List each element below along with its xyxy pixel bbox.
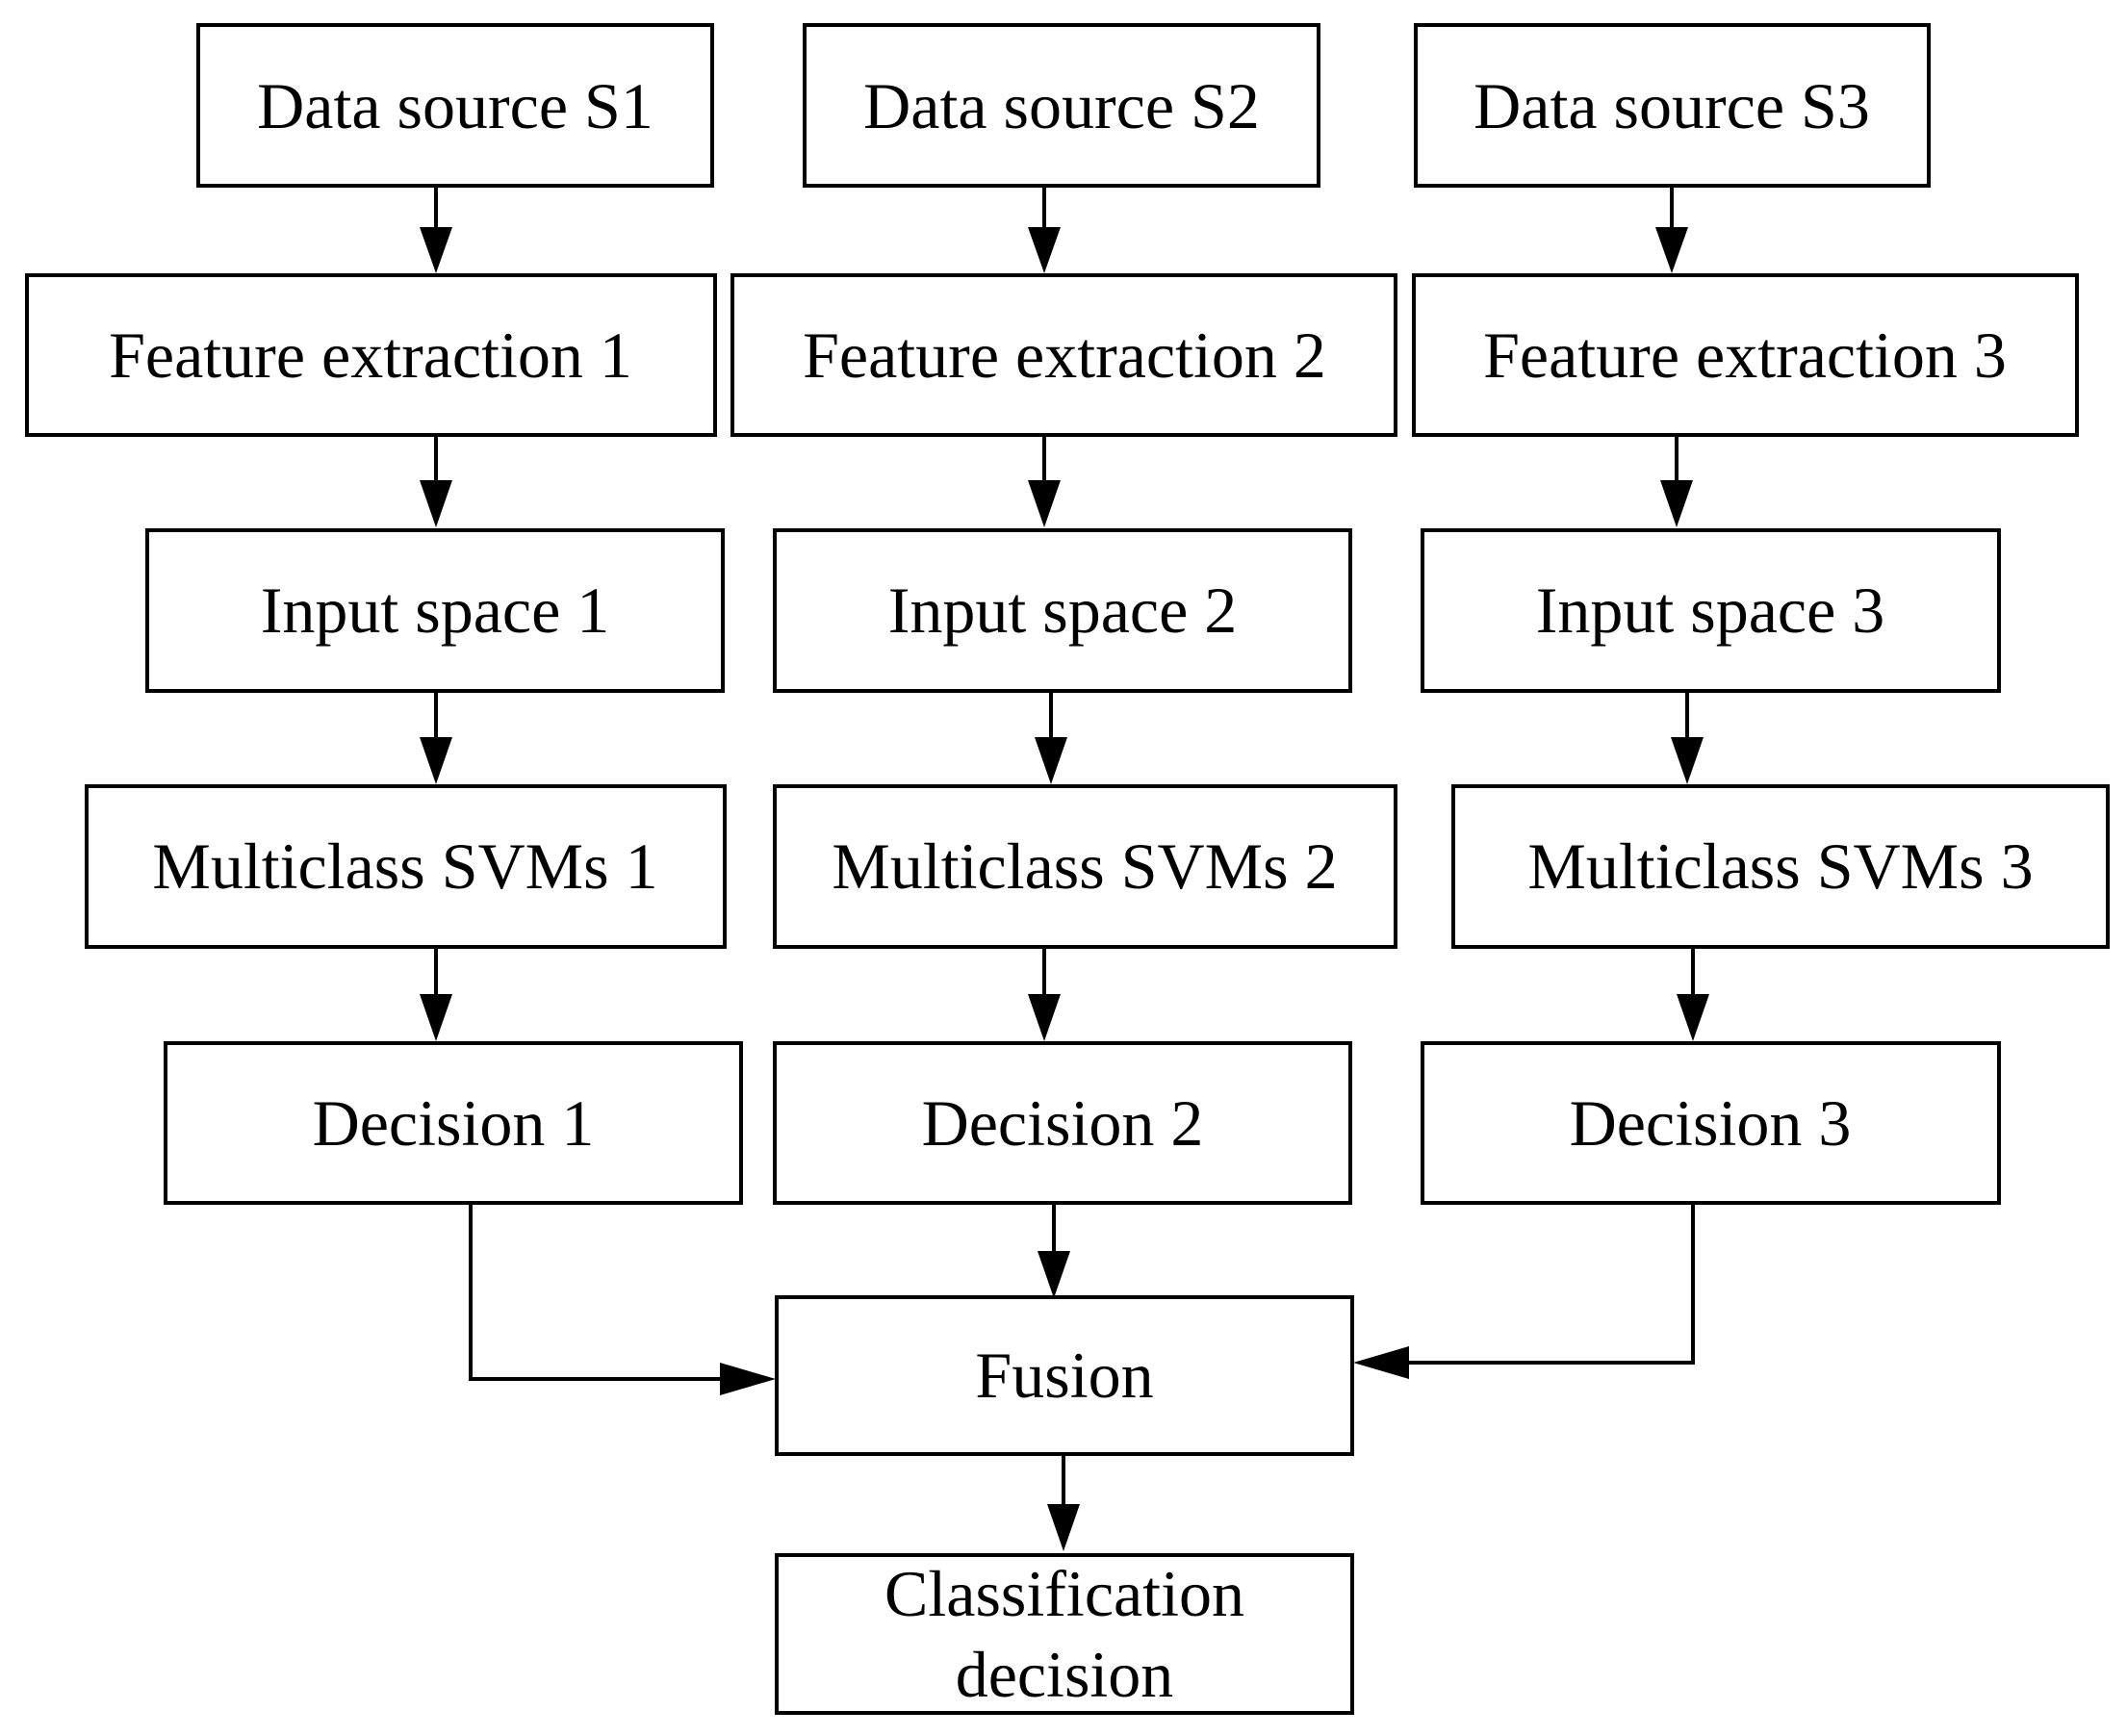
node-label: Feature extraction 2 bbox=[803, 319, 1326, 392]
edge-fe2-to-in2 bbox=[1028, 435, 1061, 527]
node-decision-1: Decision 1 bbox=[164, 1041, 743, 1205]
edge-dec1-to-fusion bbox=[469, 1203, 776, 1395]
edge-s3-to-fe3 bbox=[1655, 186, 1688, 273]
edge-fe3-to-in3 bbox=[1660, 435, 1693, 527]
node-multiclass-svms-3: Multiclass SVMs 3 bbox=[1451, 784, 2110, 949]
edge-svm1-to-dec1 bbox=[420, 947, 452, 1041]
node-feature-extraction-1: Feature extraction 1 bbox=[25, 273, 717, 437]
node-decision-3: Decision 3 bbox=[1421, 1041, 2001, 1205]
edge-fe1-to-in1 bbox=[420, 435, 452, 527]
node-input-space-3: Input space 3 bbox=[1421, 528, 2001, 693]
node-label: Decision 2 bbox=[922, 1086, 1204, 1160]
node-label: Data source S1 bbox=[257, 69, 653, 142]
edge-in2-to-svm2 bbox=[1035, 691, 1067, 784]
edges bbox=[420, 186, 1709, 1551]
edge-s2-to-fe2 bbox=[1028, 186, 1061, 273]
node-label: Fusion bbox=[975, 1339, 1153, 1412]
node-label: Data source S2 bbox=[863, 69, 1260, 142]
node-label-line-2: decision bbox=[956, 1638, 1174, 1711]
edge-fusion-to-final bbox=[1047, 1454, 1080, 1551]
node-label: Multiclass SVMs 1 bbox=[152, 830, 657, 903]
node-decision-2: Decision 2 bbox=[773, 1041, 1352, 1205]
edge-in3-to-svm3 bbox=[1671, 691, 1704, 784]
node-label: Data source S3 bbox=[1474, 69, 1870, 142]
node-multiclass-svms-1: Multiclass SVMs 1 bbox=[85, 784, 727, 949]
node-data-source-s2: Data source S2 bbox=[803, 23, 1320, 188]
node-input-space-1: Input space 1 bbox=[145, 528, 725, 693]
edge-dec3-to-fusion bbox=[1353, 1203, 1695, 1379]
node-label: Decision 1 bbox=[313, 1086, 595, 1160]
node-feature-extraction-3: Feature extraction 3 bbox=[1412, 273, 2079, 437]
node-data-source-s1: Data source S1 bbox=[196, 23, 714, 188]
node-feature-extraction-2: Feature extraction 2 bbox=[730, 273, 1397, 437]
node-classification-decision: Classification decision bbox=[775, 1553, 1354, 1715]
node-fusion: Fusion bbox=[775, 1295, 1354, 1456]
node-label: Decision 3 bbox=[1570, 1086, 1852, 1160]
node-label: Input space 1 bbox=[261, 574, 610, 647]
node-label: Feature extraction 1 bbox=[109, 319, 632, 392]
node-label-line-1: Classification bbox=[884, 1557, 1244, 1630]
node-label: Multiclass SVMs 3 bbox=[1527, 830, 2033, 903]
node-label: Input space 2 bbox=[888, 574, 1238, 647]
edge-in1-to-svm1 bbox=[420, 691, 452, 784]
edge-svm3-to-dec3 bbox=[1677, 947, 1709, 1041]
edge-svm2-to-dec2 bbox=[1028, 947, 1061, 1041]
node-label: Multiclass SVMs 2 bbox=[832, 830, 1337, 903]
edge-s1-to-fe1 bbox=[420, 186, 452, 273]
node-multiclass-svms-2: Multiclass SVMs 2 bbox=[773, 784, 1397, 949]
edge-dec2-to-fusion bbox=[1038, 1203, 1070, 1298]
nodes: Data source S1 Data source S2 Data sourc… bbox=[25, 23, 2110, 1715]
node-input-space-2: Input space 2 bbox=[773, 528, 1352, 693]
node-label: Input space 3 bbox=[1536, 574, 1885, 647]
node-label: Feature extraction 3 bbox=[1483, 319, 2007, 392]
node-data-source-s3: Data source S3 bbox=[1414, 23, 1931, 188]
